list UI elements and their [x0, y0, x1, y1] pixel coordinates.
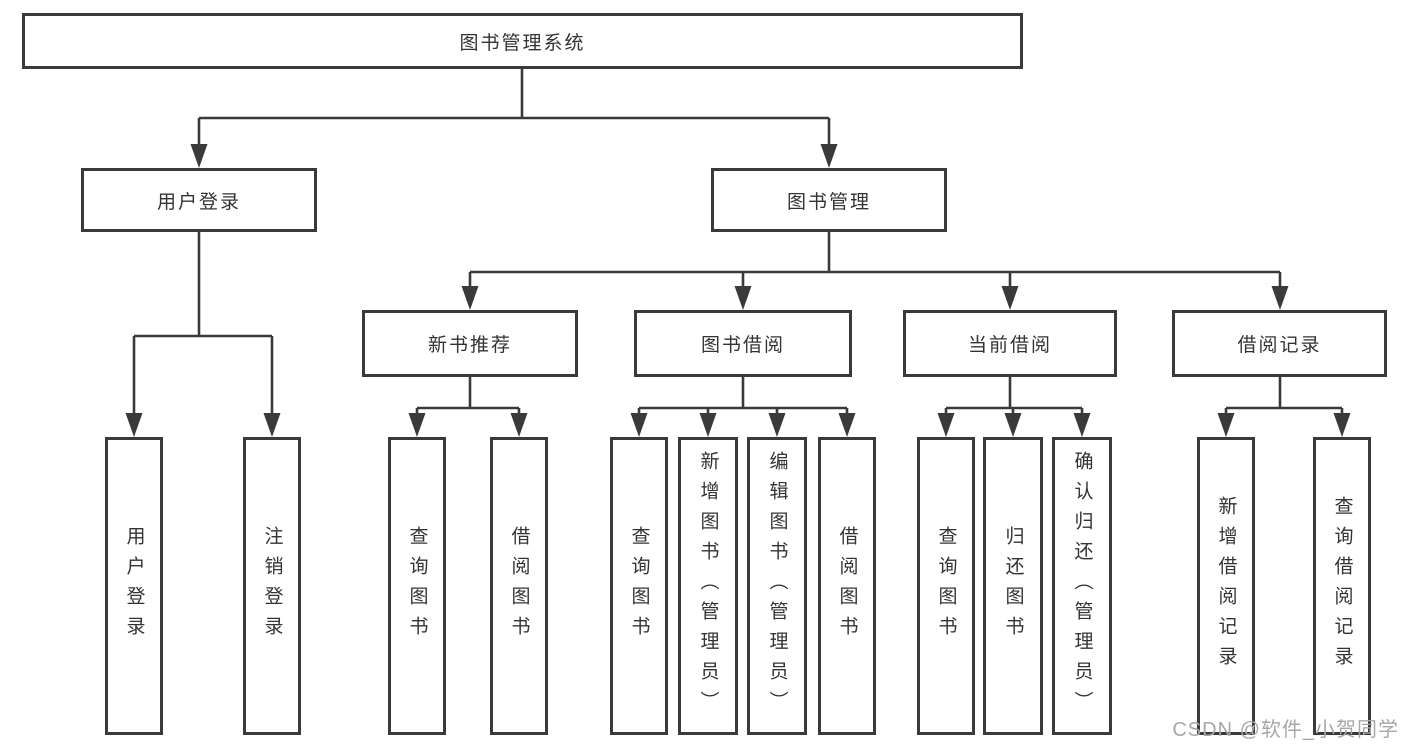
- node-root-book-management-system: 图书管理系统: [22, 13, 1023, 69]
- node-user-login: 用户登录: [81, 168, 317, 232]
- node-new-book-recommend: 新书推荐: [362, 310, 578, 377]
- leaf-user-login: 用户登录: [105, 437, 163, 735]
- arrowheads: [125, 144, 1351, 437]
- node-current-borrow: 当前借阅: [903, 310, 1117, 377]
- csdn-watermark: CSDN @软件_小贺同学: [1172, 719, 1399, 741]
- node-book-management: 图书管理: [711, 168, 947, 232]
- leaf-query-book-current: 查询图书: [917, 437, 975, 735]
- leaf-add-borrow-record: 新增借阅记录: [1197, 437, 1255, 735]
- leaf-add-book-admin: 新增图书（管理员）: [678, 437, 738, 735]
- leaf-query-borrow-record: 查询借阅记录: [1313, 437, 1371, 735]
- leaf-return-book: 归还图书: [983, 437, 1043, 735]
- leaf-edit-book-admin: 编辑图书（管理员）: [747, 437, 807, 735]
- leaf-query-book-borrow: 查询图书: [610, 437, 668, 735]
- leaf-confirm-return-admin: 确认归还（管理员）: [1052, 437, 1112, 735]
- leaf-logout: 注销登录: [243, 437, 301, 735]
- node-book-borrow: 图书借阅: [634, 310, 852, 377]
- leaf-borrow-book-recommend: 借阅图书: [490, 437, 548, 735]
- leaf-query-book-recommend: 查询图书: [388, 437, 446, 735]
- node-borrow-record: 借阅记录: [1172, 310, 1387, 377]
- leaf-borrow-book: 借阅图书: [818, 437, 876, 735]
